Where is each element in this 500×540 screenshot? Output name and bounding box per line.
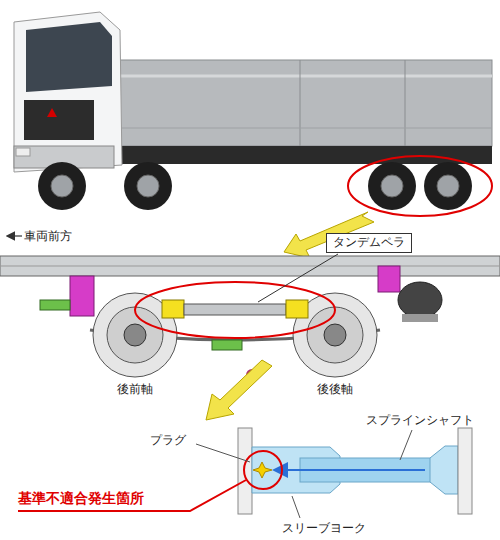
warning-label: 基準不適合発生箇所 — [18, 490, 144, 507]
part-label: スリーブヨーク — [282, 521, 366, 535]
callout-box: タンデムペラ — [326, 233, 412, 253]
box-text: タンデムペラ — [333, 235, 405, 251]
part-label: プラグ — [150, 433, 186, 447]
pointer-arrow — [206, 360, 272, 420]
part-label: スプラインシャフト — [366, 413, 474, 427]
direction-arrow — [8, 235, 22, 236]
axle-label: 後後軸 — [317, 382, 353, 396]
axle-label: 後前軸 — [117, 382, 153, 396]
shaft-section — [18, 428, 472, 518]
direction-label: 車両前方 — [24, 229, 72, 243]
truck-photo — [14, 12, 492, 216]
axle-drawing — [0, 254, 500, 381]
